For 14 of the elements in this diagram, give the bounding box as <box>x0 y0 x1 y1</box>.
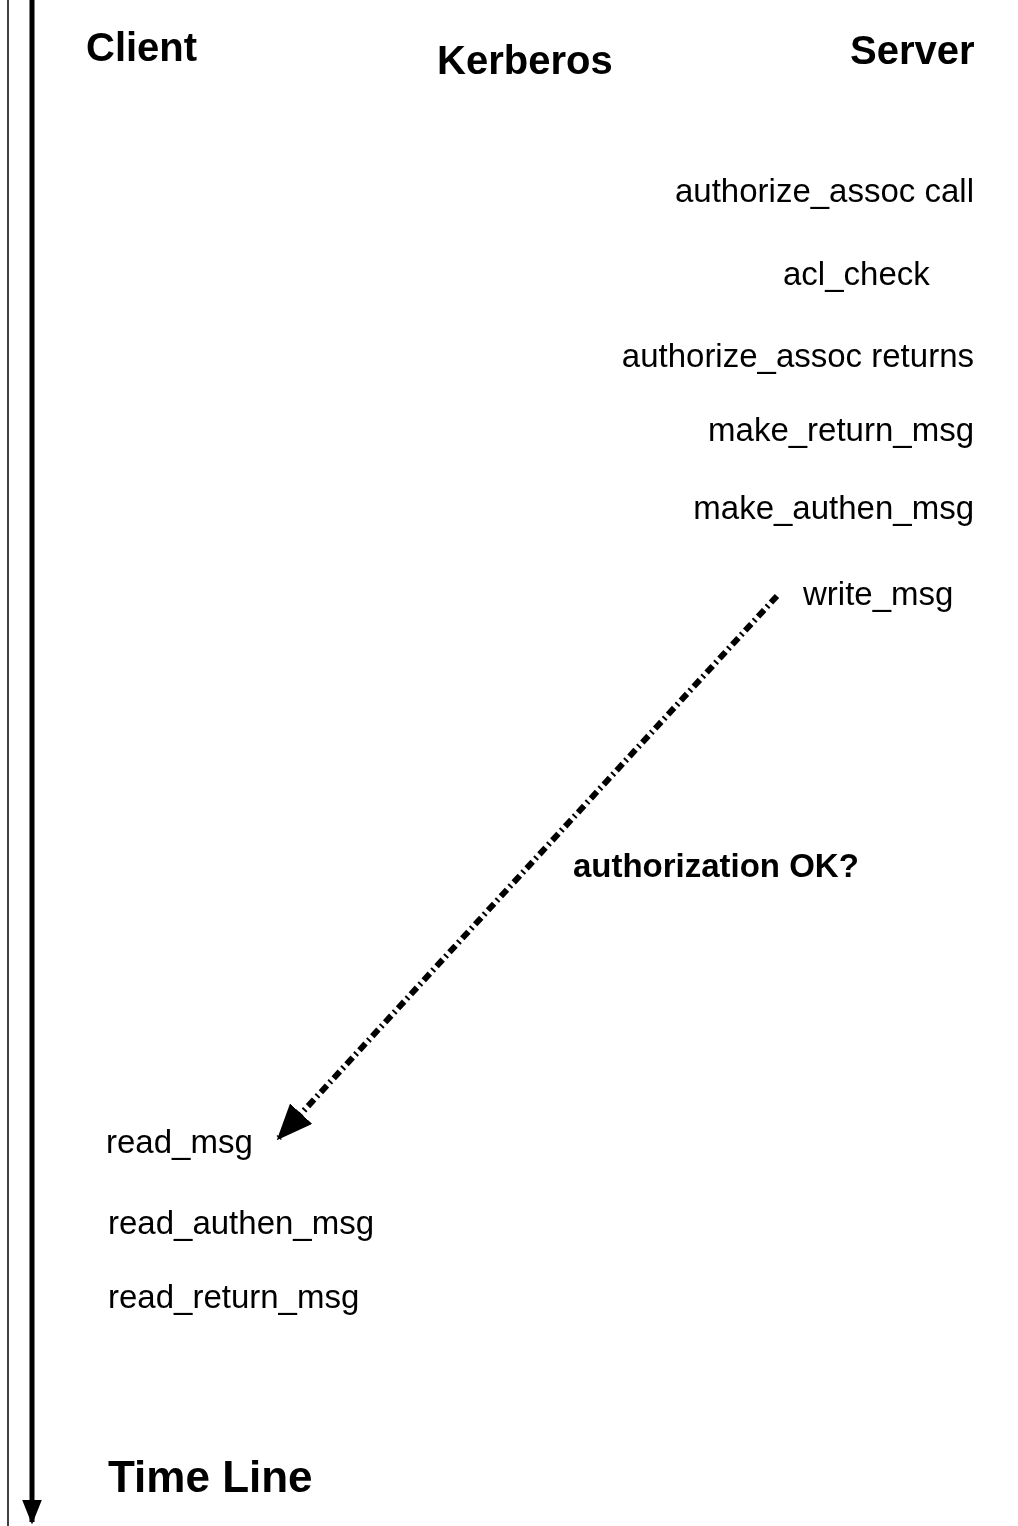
step-label: make_return_msg <box>708 411 974 449</box>
column-heading: Kerberos <box>437 37 613 83</box>
step-label: read_authen_msg <box>108 1204 375 1242</box>
step-label: authorize_assoc returns <box>621 337 974 375</box>
arrow <box>276 593 780 1141</box>
axis-title: Time Line <box>108 1452 313 1503</box>
step-label: read_msg <box>106 1123 253 1161</box>
step-label: authorize_assoc call <box>675 172 974 210</box>
step-label: acl_check <box>783 255 930 293</box>
column-heading: Server <box>850 27 975 73</box>
column-heading: Client <box>86 24 198 70</box>
step-label: write_msg <box>803 575 954 613</box>
step-label: read_return_msg <box>108 1278 360 1316</box>
step-label: make_authen_msg <box>693 489 974 527</box>
